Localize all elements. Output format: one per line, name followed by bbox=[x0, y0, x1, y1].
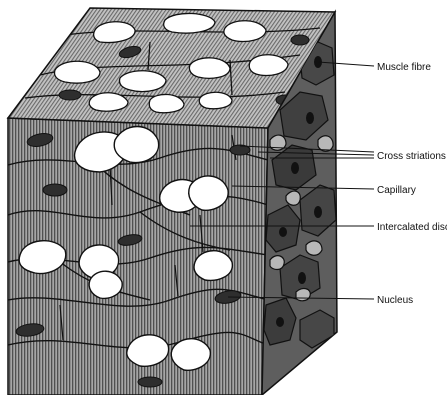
label-nucleus: Nucleus bbox=[377, 295, 413, 306]
label-cross-striations: Cross striations bbox=[377, 151, 446, 162]
front-face bbox=[8, 118, 268, 395]
capillary-2 bbox=[114, 127, 158, 163]
label-muscle-fibre: Muscle fibre bbox=[377, 62, 431, 73]
label-capillary: Capillary bbox=[377, 185, 416, 196]
capillary-7 bbox=[89, 271, 122, 298]
capillary-4 bbox=[189, 176, 228, 210]
label-intercalated-disc: Intercalated disc bbox=[377, 222, 447, 233]
capillary-8 bbox=[194, 251, 232, 281]
